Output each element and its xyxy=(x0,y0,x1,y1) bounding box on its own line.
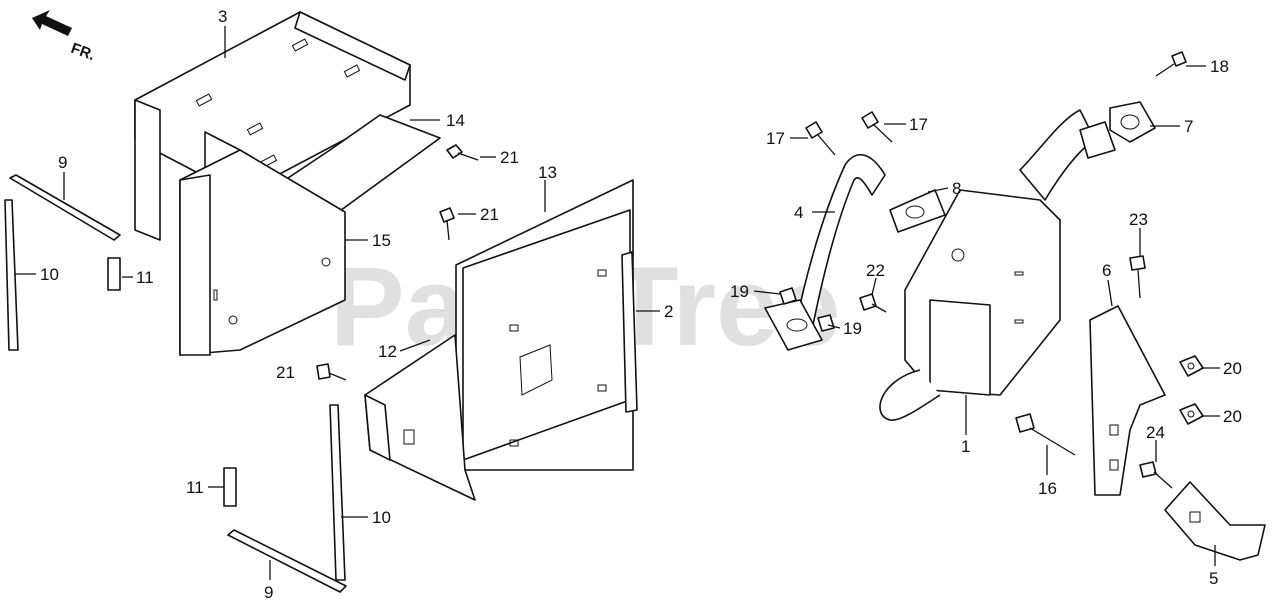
callout-17-left[interactable]: 17 xyxy=(766,129,785,148)
part-20-nut-upper[interactable] xyxy=(1179,355,1204,377)
callout-19-left[interactable]: 19 xyxy=(730,282,749,301)
part-23-bolt[interactable] xyxy=(1129,255,1146,299)
part-9-strip-lower[interactable] xyxy=(227,529,347,593)
part-11-clip-left[interactable] xyxy=(107,257,121,291)
callout-8[interactable]: 8 xyxy=(952,179,961,198)
callout-3[interactable]: 3 xyxy=(218,7,227,26)
callout-21-middle[interactable]: 21 xyxy=(480,205,499,224)
part-17-bolt-right[interactable] xyxy=(861,111,893,143)
callout-5[interactable]: 5 xyxy=(1209,569,1218,588)
part-19-nut-right[interactable] xyxy=(817,314,835,332)
part-22-bolt[interactable] xyxy=(859,293,887,313)
leader-lines xyxy=(15,26,1220,580)
part-10-strip-left[interactable] xyxy=(4,199,19,351)
callout-10-left[interactable]: 10 xyxy=(40,265,59,284)
callout-10-lower[interactable]: 10 xyxy=(372,508,391,527)
part-15-side-shroud[interactable] xyxy=(179,149,346,356)
part-1-muffler[interactable] xyxy=(879,109,1116,421)
callout-labels: 3 14 21 21 21 9 10 11 15 13 2 12 11 10 9… xyxy=(40,7,1242,602)
callout-23[interactable]: 23 xyxy=(1129,210,1148,229)
callout-9-upper[interactable]: 9 xyxy=(58,153,67,172)
callout-17-right[interactable]: 17 xyxy=(909,115,928,134)
callout-2[interactable]: 2 xyxy=(664,302,673,321)
callout-19-right[interactable]: 19 xyxy=(843,319,862,338)
callout-15[interactable]: 15 xyxy=(372,231,391,250)
part-21-bolt-lower[interactable] xyxy=(316,363,347,381)
callout-1[interactable]: 1 xyxy=(961,437,970,456)
part-6-bracket[interactable] xyxy=(1089,305,1166,496)
callout-14[interactable]: 14 xyxy=(446,111,465,130)
callout-21-lower[interactable]: 21 xyxy=(276,363,295,382)
part-13-panel[interactable] xyxy=(455,179,634,471)
callout-18[interactable]: 18 xyxy=(1210,57,1229,76)
callout-13[interactable]: 13 xyxy=(538,163,557,182)
part-20-nut-lower[interactable] xyxy=(1179,403,1204,425)
callout-11-lower[interactable]: 11 xyxy=(186,478,204,497)
part-21-bolt-middle[interactable] xyxy=(439,207,455,241)
part-24-bolt[interactable] xyxy=(1139,461,1173,489)
callout-12[interactable]: 12 xyxy=(378,342,397,361)
part-21-bolt-upper[interactable] xyxy=(446,144,479,161)
part-19-nut-left[interactable] xyxy=(779,287,797,305)
callout-20-upper[interactable]: 20 xyxy=(1223,359,1242,378)
callout-21-upper[interactable]: 21 xyxy=(500,148,519,167)
part-2-rail[interactable] xyxy=(621,251,638,413)
part-7-gasket[interactable] xyxy=(1109,101,1156,143)
front-label: FR. xyxy=(69,40,98,64)
callout-20-lower[interactable]: 20 xyxy=(1223,407,1242,426)
part-17-bolt-left[interactable] xyxy=(805,121,836,156)
part-10-strip-lower[interactable] xyxy=(329,404,346,581)
callout-16[interactable]: 16 xyxy=(1038,479,1057,498)
callout-6[interactable]: 6 xyxy=(1102,261,1111,280)
callout-24[interactable]: 24 xyxy=(1146,423,1165,442)
front-arrow-icon xyxy=(32,10,72,36)
part-18-bolt[interactable] xyxy=(1155,51,1187,77)
part-12-lower-tray[interactable] xyxy=(364,334,476,501)
part-11-clip-lower[interactable] xyxy=(223,467,237,507)
front-direction-indicator: FR. xyxy=(32,10,97,64)
part-5-bracket[interactable] xyxy=(1164,481,1266,561)
part-8-gasket[interactable] xyxy=(889,189,946,233)
callout-4[interactable]: 4 xyxy=(794,203,803,222)
part-9-strip-upper[interactable] xyxy=(9,174,121,241)
callout-22[interactable]: 22 xyxy=(866,261,885,280)
callout-11-left[interactable]: 11 xyxy=(136,268,154,287)
callout-9-lower[interactable]: 9 xyxy=(264,583,273,602)
callout-7[interactable]: 7 xyxy=(1184,117,1193,136)
part-16-bolt[interactable] xyxy=(1015,413,1076,456)
